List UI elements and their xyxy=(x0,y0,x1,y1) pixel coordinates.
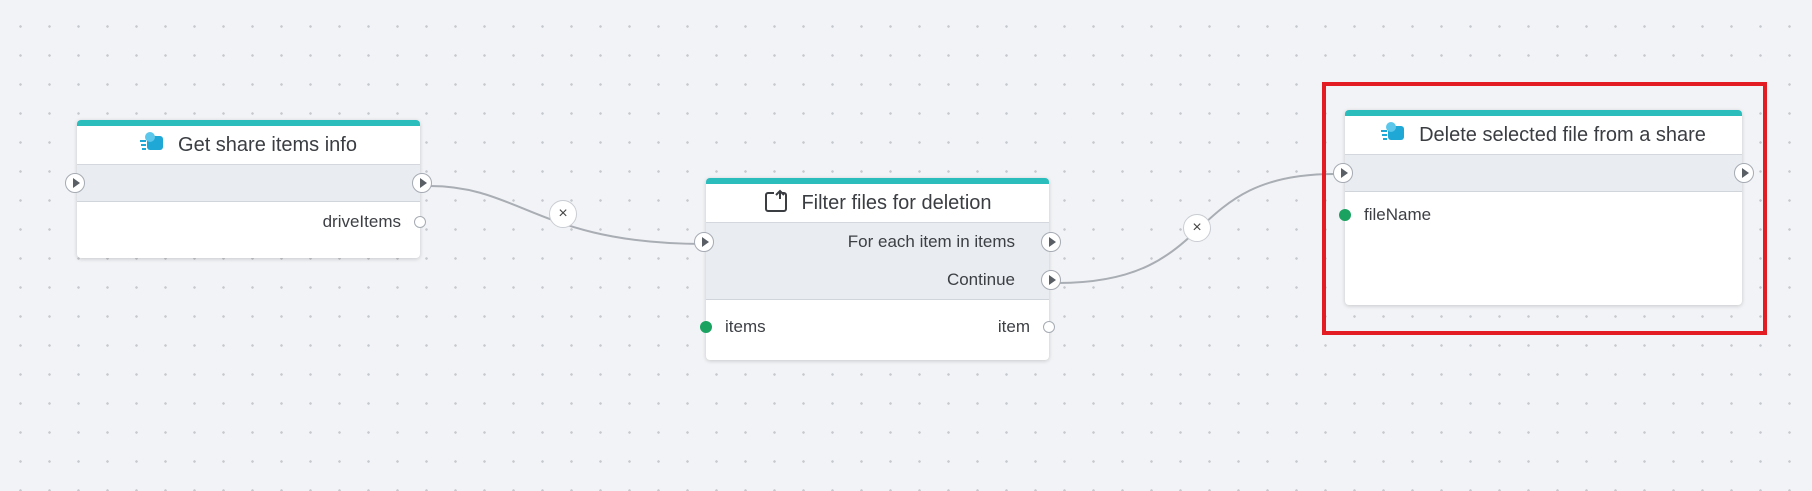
sharepoint-icon xyxy=(140,131,166,159)
flow-band: For each item in items Continue xyxy=(694,223,1061,300)
input-label: items xyxy=(725,317,766,336)
flow-band xyxy=(1333,155,1754,192)
node-delete-selected-file[interactable]: Delete selected file from a share fileNa… xyxy=(1333,110,1754,305)
data-in-port[interactable] xyxy=(1339,209,1351,221)
flow-output-continue: Continue xyxy=(706,261,1061,299)
exec-in-port[interactable] xyxy=(694,232,714,252)
data-out-port[interactable] xyxy=(1043,321,1055,333)
node-header[interactable]: Filter files for deletion xyxy=(706,184,1049,223)
flow-output-for-each: For each item in items xyxy=(694,223,1061,261)
exec-out-port-for-each[interactable] xyxy=(1041,232,1061,252)
exec-out-port[interactable] xyxy=(1734,163,1754,183)
flow-output-label: Continue xyxy=(946,270,1015,289)
sharepoint-icon xyxy=(1381,121,1407,149)
output-label: item xyxy=(997,317,1030,336)
exec-in-port[interactable] xyxy=(65,173,85,193)
flow-band xyxy=(65,165,432,202)
selection-highlight xyxy=(1322,82,1767,335)
remove-link-button[interactable]: × xyxy=(1183,214,1211,242)
close-icon: × xyxy=(1192,219,1202,236)
node-header[interactable]: Delete selected file from a share xyxy=(1345,116,1742,155)
node-title: Filter files for deletion xyxy=(801,191,992,214)
data-row-filename: fileName xyxy=(1339,192,1742,238)
loop-icon xyxy=(763,187,789,219)
data-out-port[interactable] xyxy=(414,216,426,228)
remove-link-button[interactable]: × xyxy=(549,200,577,228)
data-in-port[interactable] xyxy=(700,321,712,333)
output-label: driveItems xyxy=(322,212,401,231)
exec-out-port[interactable] xyxy=(412,173,432,193)
node-title: Get share items info xyxy=(178,133,357,156)
exec-in-port[interactable] xyxy=(1333,163,1353,183)
node-filter-files-for-deletion[interactable]: Filter files for deletion For each item … xyxy=(694,178,1061,360)
exec-out-port-continue[interactable] xyxy=(1041,270,1061,290)
flow-output-label: For each item in items xyxy=(847,232,1015,251)
node-header[interactable]: Get share items info xyxy=(77,126,420,165)
input-label: fileName xyxy=(1364,205,1432,224)
data-row-items: items item xyxy=(700,300,1055,354)
node-get-share-items-info[interactable]: Get share items info driveItems xyxy=(65,120,432,258)
output-row-driveitems: driveItems xyxy=(77,202,426,242)
node-title: Delete selected file from a share xyxy=(1419,123,1706,146)
close-icon: × xyxy=(558,205,568,222)
